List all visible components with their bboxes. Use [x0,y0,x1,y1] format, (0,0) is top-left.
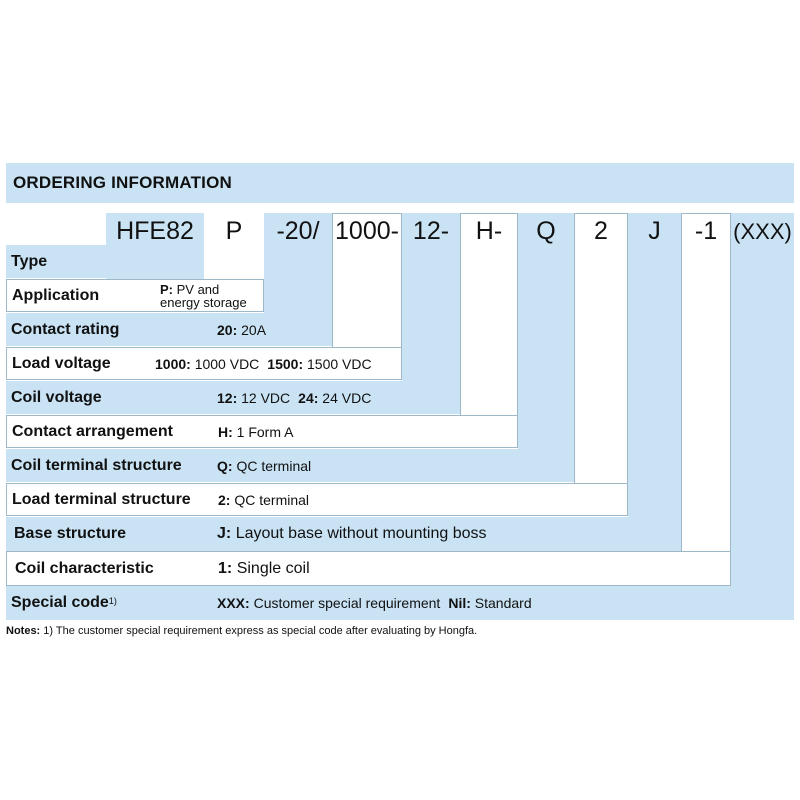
row-label: Contact rating [11,320,120,338]
code-segment-application: P [225,217,243,245]
option-code: XXX: [217,595,250,611]
section-header: ORDERING INFORMATION [6,163,794,203]
row-contact-rating: Contact rating 20: 20A [6,313,332,346]
row-load-terminal-structure: Load terminal structure 2: QC terminal [6,483,628,516]
row-value: H: 1 Form A [218,416,293,447]
row-label: Type [11,252,48,270]
option-code: Nil: [448,595,471,611]
row-value: Q: QC terminal [217,449,311,482]
option-code: P: [160,281,173,297]
notes-text: 1) The customer special requirement expr… [43,625,478,637]
row-type: Type [6,245,204,278]
column-special-code [731,213,794,620]
section-title: ORDERING INFORMATION [13,173,233,192]
option-text: QC terminal [234,491,310,508]
row-contact-arrangement: Contact arrangement H: 1 Form A [6,415,518,448]
row-label: Coil terminal structure [11,456,182,474]
option-text: 1000 VDC [194,355,260,372]
row-load-voltage: Load voltage 1000: 1000 VDC 1500: 1500 V… [6,347,402,380]
row-label: Coil voltage [11,388,102,406]
row-application: Application P: PV and energy storage [6,279,264,312]
row-value: 12: 12 VDC 24: 24 VDC [217,381,371,414]
option-text: PV and [176,281,220,297]
code-segment-base-structure: J [648,217,661,245]
row-value: XXX: Customer special requirement Nil: S… [217,586,532,620]
code-segment-load-terminal: 2 [594,217,608,245]
code-segment-contact-rating: -20/ [276,217,320,245]
row-value: 1: Single coil [218,552,310,585]
column-load-terminal [574,213,628,516]
row-value: 20: 20A [217,313,266,346]
option-text: 20A [241,321,267,338]
code-segment-coil-voltage: 12- [412,217,450,245]
option-code: 1500: [267,355,304,372]
option-code: Q: [217,457,233,474]
footnote-marker: 1) [108,596,117,606]
option-code: J: [217,525,232,542]
row-label: Base structure [14,525,127,542]
option-text: 1 Form A [236,423,294,440]
row-label: Load terminal structure [12,490,191,508]
column-coil-characteristic [681,213,731,585]
row-label: Contact arrangement [12,422,173,440]
option-text: 12 VDC [241,389,291,406]
row-base-structure: Base structure J: Layout base without mo… [6,517,681,551]
row-value: P: PV and energy storage [160,280,247,311]
option-text: Layout base without mounting boss [235,525,487,542]
option-text: Single coil [236,559,310,577]
code-segment-contact-arrangement: H- [475,217,503,245]
column-coil-terminal [518,213,574,482]
option-code: 12: [217,389,238,406]
row-label: Application [12,286,100,304]
option-code: 1000: [155,355,191,372]
row-value: 2: QC terminal [218,484,309,515]
option-code: 1: [218,559,233,577]
code-segment-load-voltage: 1000- [335,217,399,245]
row-value: 1000: 1000 VDC 1500: 1500 VDC [155,348,372,379]
option-text: QC terminal [236,457,312,474]
notes: Notes: 1) The customer special requireme… [6,625,477,637]
code-segment-coil-characteristic: -1 [694,217,718,245]
row-coil-characteristic: Coil characteristic 1: Single coil [6,551,731,586]
code-segment-special-code: (XXX) [733,218,792,244]
option-code: H: [218,423,233,440]
row-label: Load voltage [12,354,111,372]
column-base-structure [628,213,681,550]
option-text: 1500 VDC [307,355,372,372]
code-segment-coil-terminal: Q [536,217,556,245]
option-code: 20: [217,321,238,338]
code-segment-type: HFE82 [116,217,194,245]
option-text: Standard [474,595,532,611]
row-coil-terminal-structure: Coil terminal structure Q: QC terminal [6,449,574,482]
column-coil-voltage [402,213,460,414]
option-text: energy storage [160,294,247,310]
option-code: 24: [298,389,319,406]
row-value: J: Layout base without mounting boss [217,517,487,551]
column-contact-arrangement [460,213,518,448]
option-text: Customer special requirement [253,595,441,611]
option-code: 2: [218,491,231,508]
notes-label: Notes: [6,625,41,637]
option-text: 24 VDC [322,389,372,406]
row-label-text: Special code [11,594,109,611]
row-label: Coil characteristic [15,559,154,577]
row-coil-voltage: Coil voltage 12: 12 VDC 24: 24 VDC [6,381,460,414]
